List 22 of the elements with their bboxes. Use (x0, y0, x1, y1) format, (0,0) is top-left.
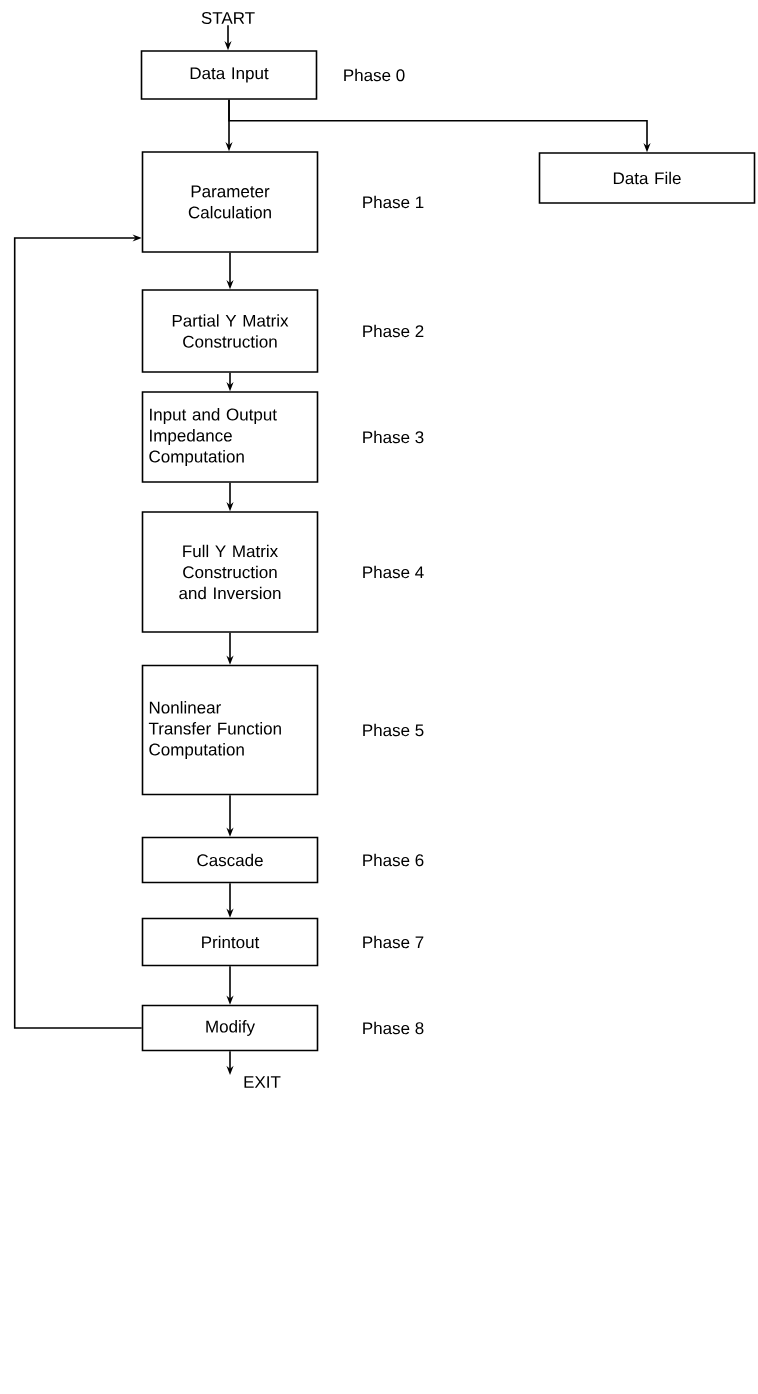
arrow (13, 234, 143, 1029)
process-box: Nonlinear Transfer Function Computation (141, 664, 319, 796)
process-box: Full Y Matrix Construction and Inversion (141, 511, 319, 633)
process-box: Cascade (141, 836, 319, 884)
phase-label: Phase 6 (363, 853, 424, 867)
phase-label: Phase 7 (363, 935, 424, 949)
terminal-label: START (201, 12, 255, 25)
process-box: Parameter Calculation (141, 151, 319, 253)
terminal-label: EXIT (244, 1076, 281, 1088)
process-box: Printout (141, 917, 319, 967)
phase-label: Phase 2 (363, 324, 424, 338)
phase-label: Phase 1 (363, 195, 424, 209)
phase-label: Phase 0 (344, 68, 405, 82)
process-box: Data Input (140, 50, 318, 100)
process-box: Modify (141, 1004, 319, 1052)
process-box: Partial Y Matrix Construction (141, 289, 319, 373)
phase-label: Phase 3 (363, 430, 424, 444)
phase-label: Phase 8 (363, 1021, 424, 1035)
phase-label: Phase 4 (363, 565, 424, 579)
phase-label: Phase 5 (363, 723, 424, 737)
process-box: Data File (538, 152, 756, 204)
process-box: Input and Output Impedance Computation (141, 391, 319, 483)
